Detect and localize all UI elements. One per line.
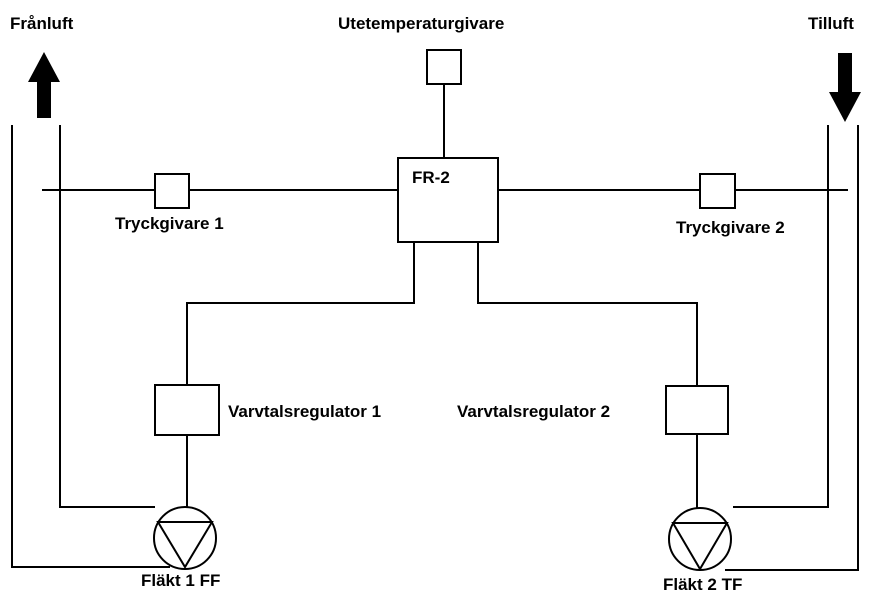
pressure-sensor-2-label: Tryckgivare 2 xyxy=(676,218,785,237)
controller-fr2 xyxy=(397,157,499,243)
speed-controller-2 xyxy=(665,385,729,435)
pressure-sensor-1-label: Tryckgivare 1 xyxy=(115,214,224,233)
wire-controller-to-speed-controller-1 xyxy=(186,242,415,385)
fan-1-label: Fläkt 1 FF xyxy=(141,571,220,590)
supply-duct xyxy=(725,125,859,571)
speed-controller-2-label: Varvtalsregulator 2 xyxy=(457,402,610,421)
outdoor-sensor-label: Utetemperaturgivare xyxy=(338,14,504,33)
fan-2-label: Fläkt 2 TF xyxy=(663,575,742,594)
wire-controller-to-speed-controller-2 xyxy=(477,242,698,386)
fan-1-icon xyxy=(153,506,217,570)
pressure-sensor-1 xyxy=(154,173,190,209)
speed-controller-1 xyxy=(154,384,220,436)
exhaust-duct xyxy=(11,125,170,568)
supply-air-label: Tilluft xyxy=(808,14,854,33)
speed-controller-1-label: Varvtalsregulator 1 xyxy=(228,402,381,421)
exhaust-up-arrow-icon xyxy=(28,52,60,118)
controller-label: FR-2 xyxy=(412,168,450,187)
pressure-sensor-2 xyxy=(699,173,736,209)
outdoor-temperature-sensor xyxy=(426,49,462,85)
fan-2-icon xyxy=(668,507,732,571)
exhaust-air-label: Frånluft xyxy=(10,14,74,33)
supply-down-arrow-icon xyxy=(829,53,861,122)
